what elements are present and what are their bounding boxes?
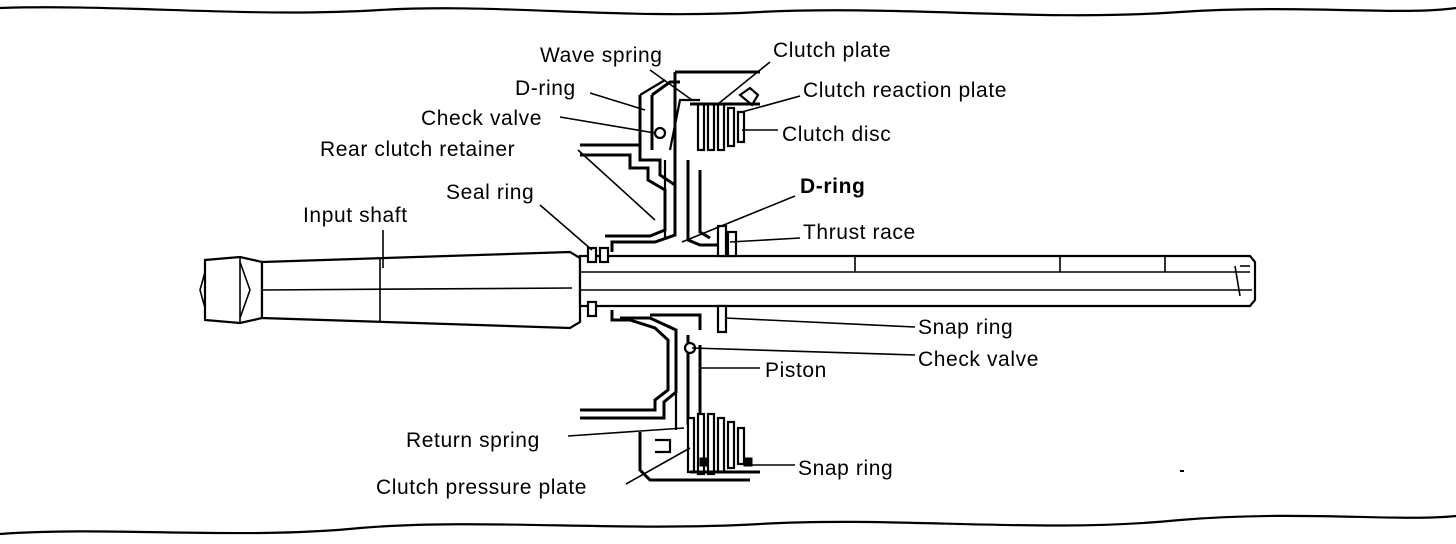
clutch-plates-upper [690,86,760,152]
label-snap-ring-bottom: Snap ring [798,457,893,480]
speck [1180,470,1184,472]
label-clutch-plate: Clutch plate [773,39,891,62]
top-torn-edge [0,6,1456,17]
clutch-plates-lower [686,412,760,476]
label-thrust-race: Thrust race [803,221,916,244]
label-snap-ring-mid: Snap ring [918,316,1013,339]
input-shaft-drawing [199,246,1257,330]
label-clutch-reaction-plate: Clutch reaction plate [803,79,1007,102]
label-return-spring: Return spring [406,429,540,452]
label-piston: Piston [765,359,827,382]
label-clutch-pressure-plate: Clutch pressure plate [376,476,587,499]
rear-clutch-retainer-lower [580,310,760,482]
label-wave-spring: Wave spring [540,44,663,67]
leader-lines [382,61,916,485]
bottom-torn-edge [0,514,1456,536]
label-check-valve-top: Check valve [421,107,542,130]
label-input-shaft: Input shaft [303,204,408,227]
label-check-valve-bottom: Check valve [918,348,1039,371]
label-rear-clutch-retainer: Rear clutch retainer [320,138,515,161]
label-clutch-disc: Clutch disc [782,123,891,146]
label-d-ring-top: D-ring [515,77,576,100]
label-seal-ring: Seal ring [446,181,534,204]
label-d-ring-mid: D-ring [800,175,865,198]
